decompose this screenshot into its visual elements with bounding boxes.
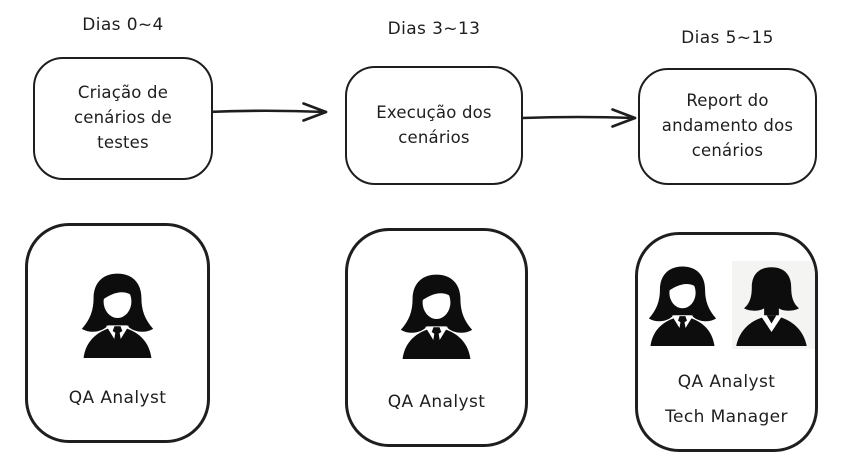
stage2-role-icons xyxy=(393,271,480,360)
arrow-stage2-to-stage3 xyxy=(520,108,637,128)
stage1-role-label: QA Analyst xyxy=(68,388,167,408)
tech-manager-icon xyxy=(730,264,813,346)
stage2-task-box: Execução dos cenários xyxy=(345,66,523,185)
stage2-task-text: Execução dos cenários xyxy=(376,102,492,147)
stage3-role-label-2: Tech Manager xyxy=(665,407,788,427)
qa-analyst-icon xyxy=(74,270,161,359)
arrow-stage1-to-stage2 xyxy=(205,102,328,122)
stage3-role-label-1: QA Analyst xyxy=(677,372,776,392)
stage1-task-box: Criação de cenários de testes xyxy=(33,57,213,180)
stage1-duration-label: Dias 0~4 xyxy=(82,15,164,35)
stage3-role-box: QA Analyst Tech Manager xyxy=(635,232,818,452)
stage1-task-text: Criação de cenários de testes xyxy=(74,83,172,152)
stage3-role-icons xyxy=(641,261,815,349)
qa-analyst-icon xyxy=(641,264,724,346)
qa-analyst-icon xyxy=(393,271,480,360)
stage1-role-box: QA Analyst xyxy=(25,223,210,443)
stage3-task-box: Report do andamento dos cenários xyxy=(638,68,817,185)
stage2-duration-label: Dias 3~13 xyxy=(387,19,481,39)
stage1-role-icons xyxy=(74,270,161,359)
stage3-task-text: Report do andamento dos cenários xyxy=(661,91,794,160)
stage2-role-label: QA Analyst xyxy=(387,392,486,412)
stage2-role-box: QA Analyst xyxy=(345,228,528,447)
stage3-duration-label: Dias 5~15 xyxy=(681,28,774,48)
